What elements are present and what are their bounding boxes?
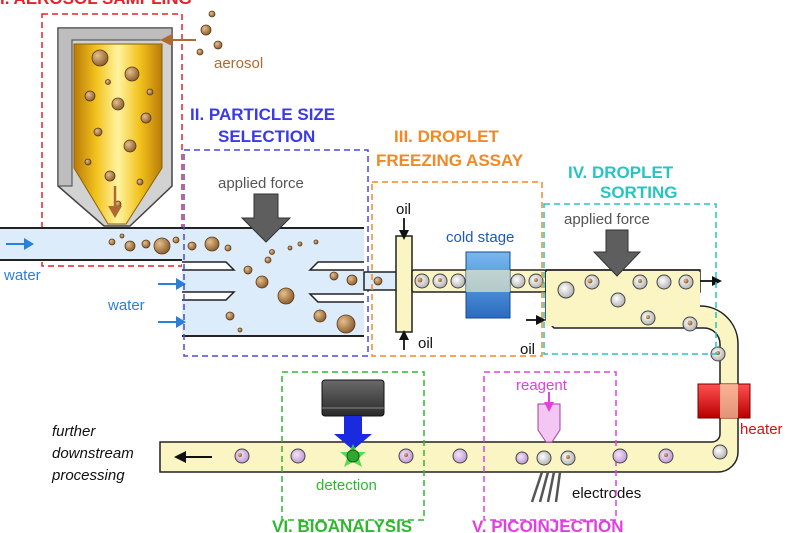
sorting-title-2: SORTING — [600, 183, 677, 202]
freezing-title-2: FREEZING ASSAY — [376, 151, 524, 170]
bioanalysis-box — [281, 371, 425, 521]
detection-label: detection — [316, 477, 377, 494]
aerosol-sampling-box — [41, 13, 183, 267]
picoinjection-box — [483, 371, 617, 521]
picoinjection-title: V. PICOINJECTION — [472, 517, 623, 533]
channel-particles-2 — [187, 236, 358, 334]
downstream-label-2: downstream — [52, 445, 134, 462]
downstream-label-3: processing — [51, 467, 125, 484]
detection-beam — [334, 416, 372, 450]
reagent-injector — [537, 403, 561, 443]
oil-label-top: oil — [396, 201, 411, 218]
section-droplet-sorting: applied force oil IV. DROPLET SORTING he… — [159, 163, 783, 473]
bioanalysis-title: VI. BIOANALYSIS — [272, 517, 412, 533]
analysis-droplets — [234, 448, 674, 464]
section-aerosol-sampling: I. AEROSOL SAMPLING aerosol — [0, 0, 263, 267]
size-selection-box — [183, 149, 369, 357]
oil-label-bottom: oil — [418, 335, 433, 352]
sorting-title-1: IV. DROPLET — [568, 163, 674, 182]
sampler-top-plate — [57, 27, 173, 187]
oil-label-right: oil — [520, 341, 535, 358]
applied-force-arrow-1 — [240, 193, 292, 243]
cold-stage-label: cold stage — [446, 229, 514, 246]
size-selection-title-1: II. PARTICLE SIZE — [190, 105, 335, 124]
size-selection-title-2: SELECTION — [218, 127, 315, 146]
channel-particles-1 — [108, 233, 180, 255]
oil-junction — [395, 235, 413, 333]
section-size-selection: water applied force II. PARTICLE SIZE S — [107, 105, 369, 357]
aerosol-sampling-title: I. AEROSOL SAMPLING — [0, 0, 192, 8]
aerosol-label: aerosol — [214, 55, 263, 72]
applied-force-arrow-2 — [592, 229, 642, 277]
electrodes — [530, 471, 562, 503]
freezing-title-1: III. DROPLET — [394, 127, 499, 146]
applied-force-label-2: applied force — [564, 211, 650, 228]
droplet-sorting-box — [543, 203, 717, 355]
freezing-assay-box — [371, 181, 543, 357]
electrodes-label: electrodes — [572, 485, 641, 502]
water-label-top: water — [3, 267, 41, 284]
heater-label: heater — [740, 421, 783, 438]
applied-force-label-1: applied force — [218, 175, 304, 192]
detector-body — [321, 379, 385, 417]
incoming-aerosol-particles — [196, 10, 223, 56]
water-channel: water — [0, 227, 182, 284]
downstream-label-1: further — [52, 423, 96, 440]
water-label-bottom: water — [107, 297, 145, 314]
section-picoinjection: reagent electrodes V. PICOINJECTION — [472, 371, 641, 533]
section-freezing-assay: cold stage oil oil III. DROPLET FREEZING… — [363, 127, 547, 357]
reagent-label: reagent — [516, 377, 568, 394]
cone-particles — [84, 49, 154, 208]
section-bioanalysis: detection VI. BIOANALYSIS — [234, 371, 674, 533]
downstream-output: further downstream processing — [51, 423, 212, 484]
